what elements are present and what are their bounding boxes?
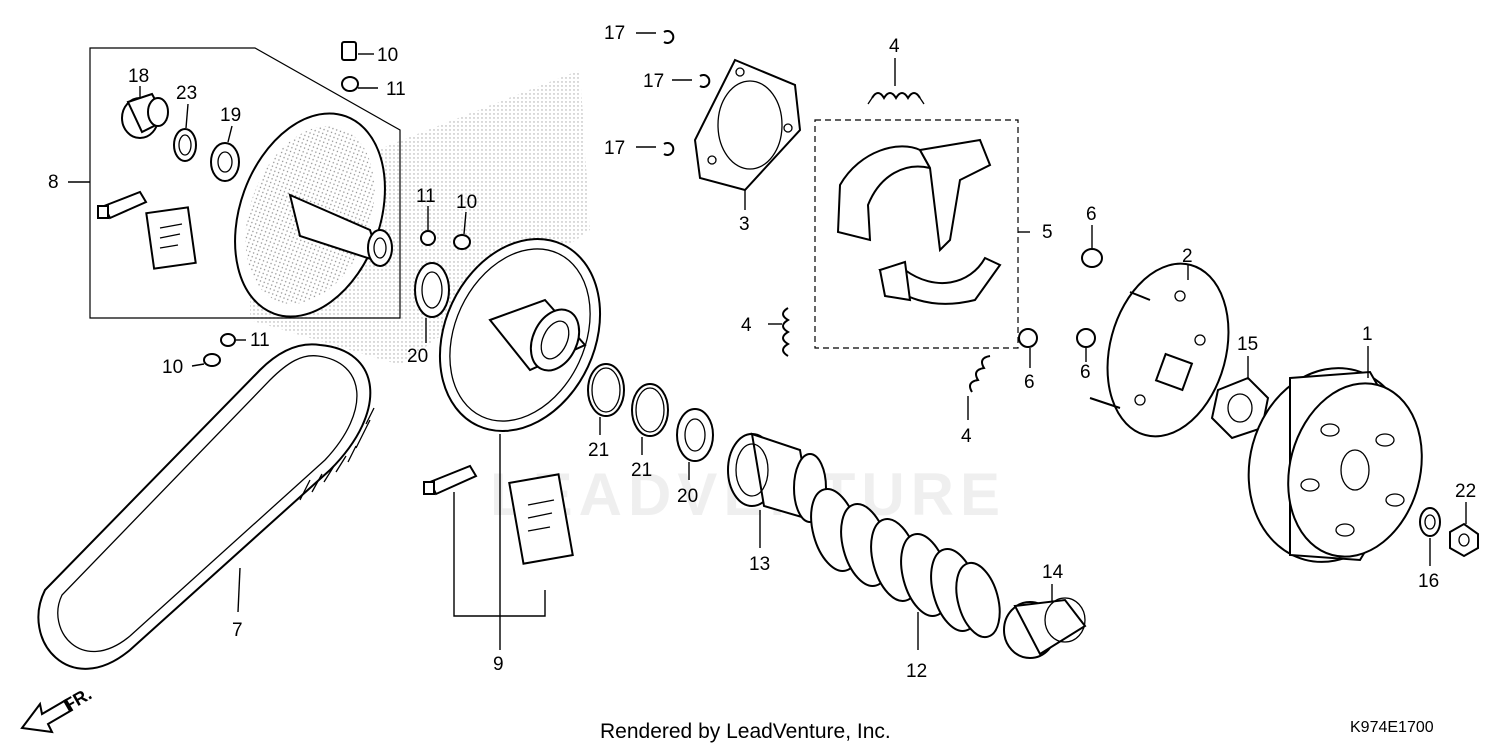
part-4-spring-low (969, 355, 991, 393)
callout-6-a: 6 (1086, 204, 1097, 225)
callout-18: 18 (128, 66, 149, 87)
part-6-collar-c (1076, 328, 1096, 348)
part-18-bearing (121, 92, 169, 139)
callout-4-mid: 4 (741, 315, 752, 336)
grease-card-icon-2 (508, 473, 574, 565)
assembly-5-frame (814, 119, 1019, 349)
assembly-8-frame (89, 47, 401, 319)
part-10-cap-top (341, 41, 357, 61)
callout-6-b: 6 (1024, 372, 1035, 393)
part-20-oil-seal-lower (676, 408, 714, 462)
part-10-cap-mid (453, 234, 471, 250)
front-direction-arrow (20, 698, 74, 734)
part-5-clutch-shoe-lower (878, 256, 1002, 305)
part-movable-drive-face (234, 112, 393, 318)
callout-1: 1 (1362, 324, 1373, 345)
callout-21-b: 21 (631, 460, 652, 481)
part-23-circlip (173, 128, 197, 162)
callout-4-low: 4 (961, 426, 972, 447)
part-22-nut (1449, 522, 1479, 558)
callout-23: 23 (176, 83, 197, 104)
grease-tube-icon (97, 190, 148, 220)
callout-2: 2 (1182, 246, 1193, 267)
callout-10-mid: 10 (456, 192, 477, 213)
part-17-clip-c (663, 142, 675, 156)
part-6-collar-b (1018, 328, 1038, 348)
part-12-driven-spring (810, 488, 1001, 639)
part-3-clutch-plate (693, 58, 802, 192)
callout-15: 15 (1237, 334, 1258, 355)
part-17-clip-b (699, 74, 711, 88)
callout-20-upper: 20 (407, 346, 428, 367)
part-2-drive-plate (1089, 262, 1230, 438)
callout-11-low: 11 (250, 330, 270, 351)
part-14-collar (1003, 597, 1087, 659)
part-11-collar-top (341, 76, 359, 92)
diagram-code: K974E1700 (1350, 719, 1434, 736)
callout-17-a: 17 (604, 23, 625, 44)
part-6-collar-a (1081, 248, 1103, 268)
callout-17-b: 17 (643, 71, 664, 92)
callout-8: 8 (48, 172, 59, 193)
part-20-oil-seal-upper (414, 262, 450, 318)
callout-13: 13 (749, 554, 770, 575)
callout-20-lower: 20 (677, 486, 698, 507)
callout-22: 22 (1455, 481, 1476, 502)
part-7-drive-belt (37, 343, 375, 670)
footer-credit: Rendered by LeadVenture, Inc. (600, 720, 891, 743)
part-11-collar-low (220, 333, 236, 347)
callout-6-c: 6 (1080, 362, 1091, 383)
callout-14: 14 (1042, 562, 1064, 583)
part-16-washer (1419, 507, 1441, 537)
callout-16: 16 (1418, 571, 1439, 592)
callout-3: 3 (739, 214, 750, 235)
grease-card-icon (145, 206, 197, 270)
callout-11-mid: 11 (416, 186, 436, 207)
part-9-driven-face (438, 237, 602, 433)
part-5-clutch-shoe-upper (836, 138, 992, 253)
callout-11-top: 11 (386, 79, 406, 100)
part-4-spring-mid (782, 307, 790, 357)
part-4-spring-top (867, 92, 925, 105)
callout-5: 5 (1042, 222, 1053, 243)
callout-4-top: 4 (889, 36, 900, 57)
callout-7: 7 (232, 620, 243, 641)
part-11-collar-mid (420, 230, 436, 246)
callout-9: 9 (493, 654, 504, 675)
grease-tube-icon-2 (423, 464, 478, 496)
part-17-clip-a (663, 30, 675, 44)
part-1-clutch-outer (1247, 367, 1423, 563)
part-21-o-ring-b (631, 383, 669, 437)
callout-10-top: 10 (377, 45, 398, 66)
callout-21-a: 21 (588, 440, 609, 461)
callout-12: 12 (906, 661, 927, 682)
callout-19: 19 (220, 105, 241, 126)
callout-10-low: 10 (162, 357, 183, 378)
part-10-cap-low (203, 353, 221, 367)
part-21-o-ring-a (587, 363, 625, 417)
callout-17-c: 17 (604, 138, 625, 159)
part-19-bearing (210, 142, 240, 182)
